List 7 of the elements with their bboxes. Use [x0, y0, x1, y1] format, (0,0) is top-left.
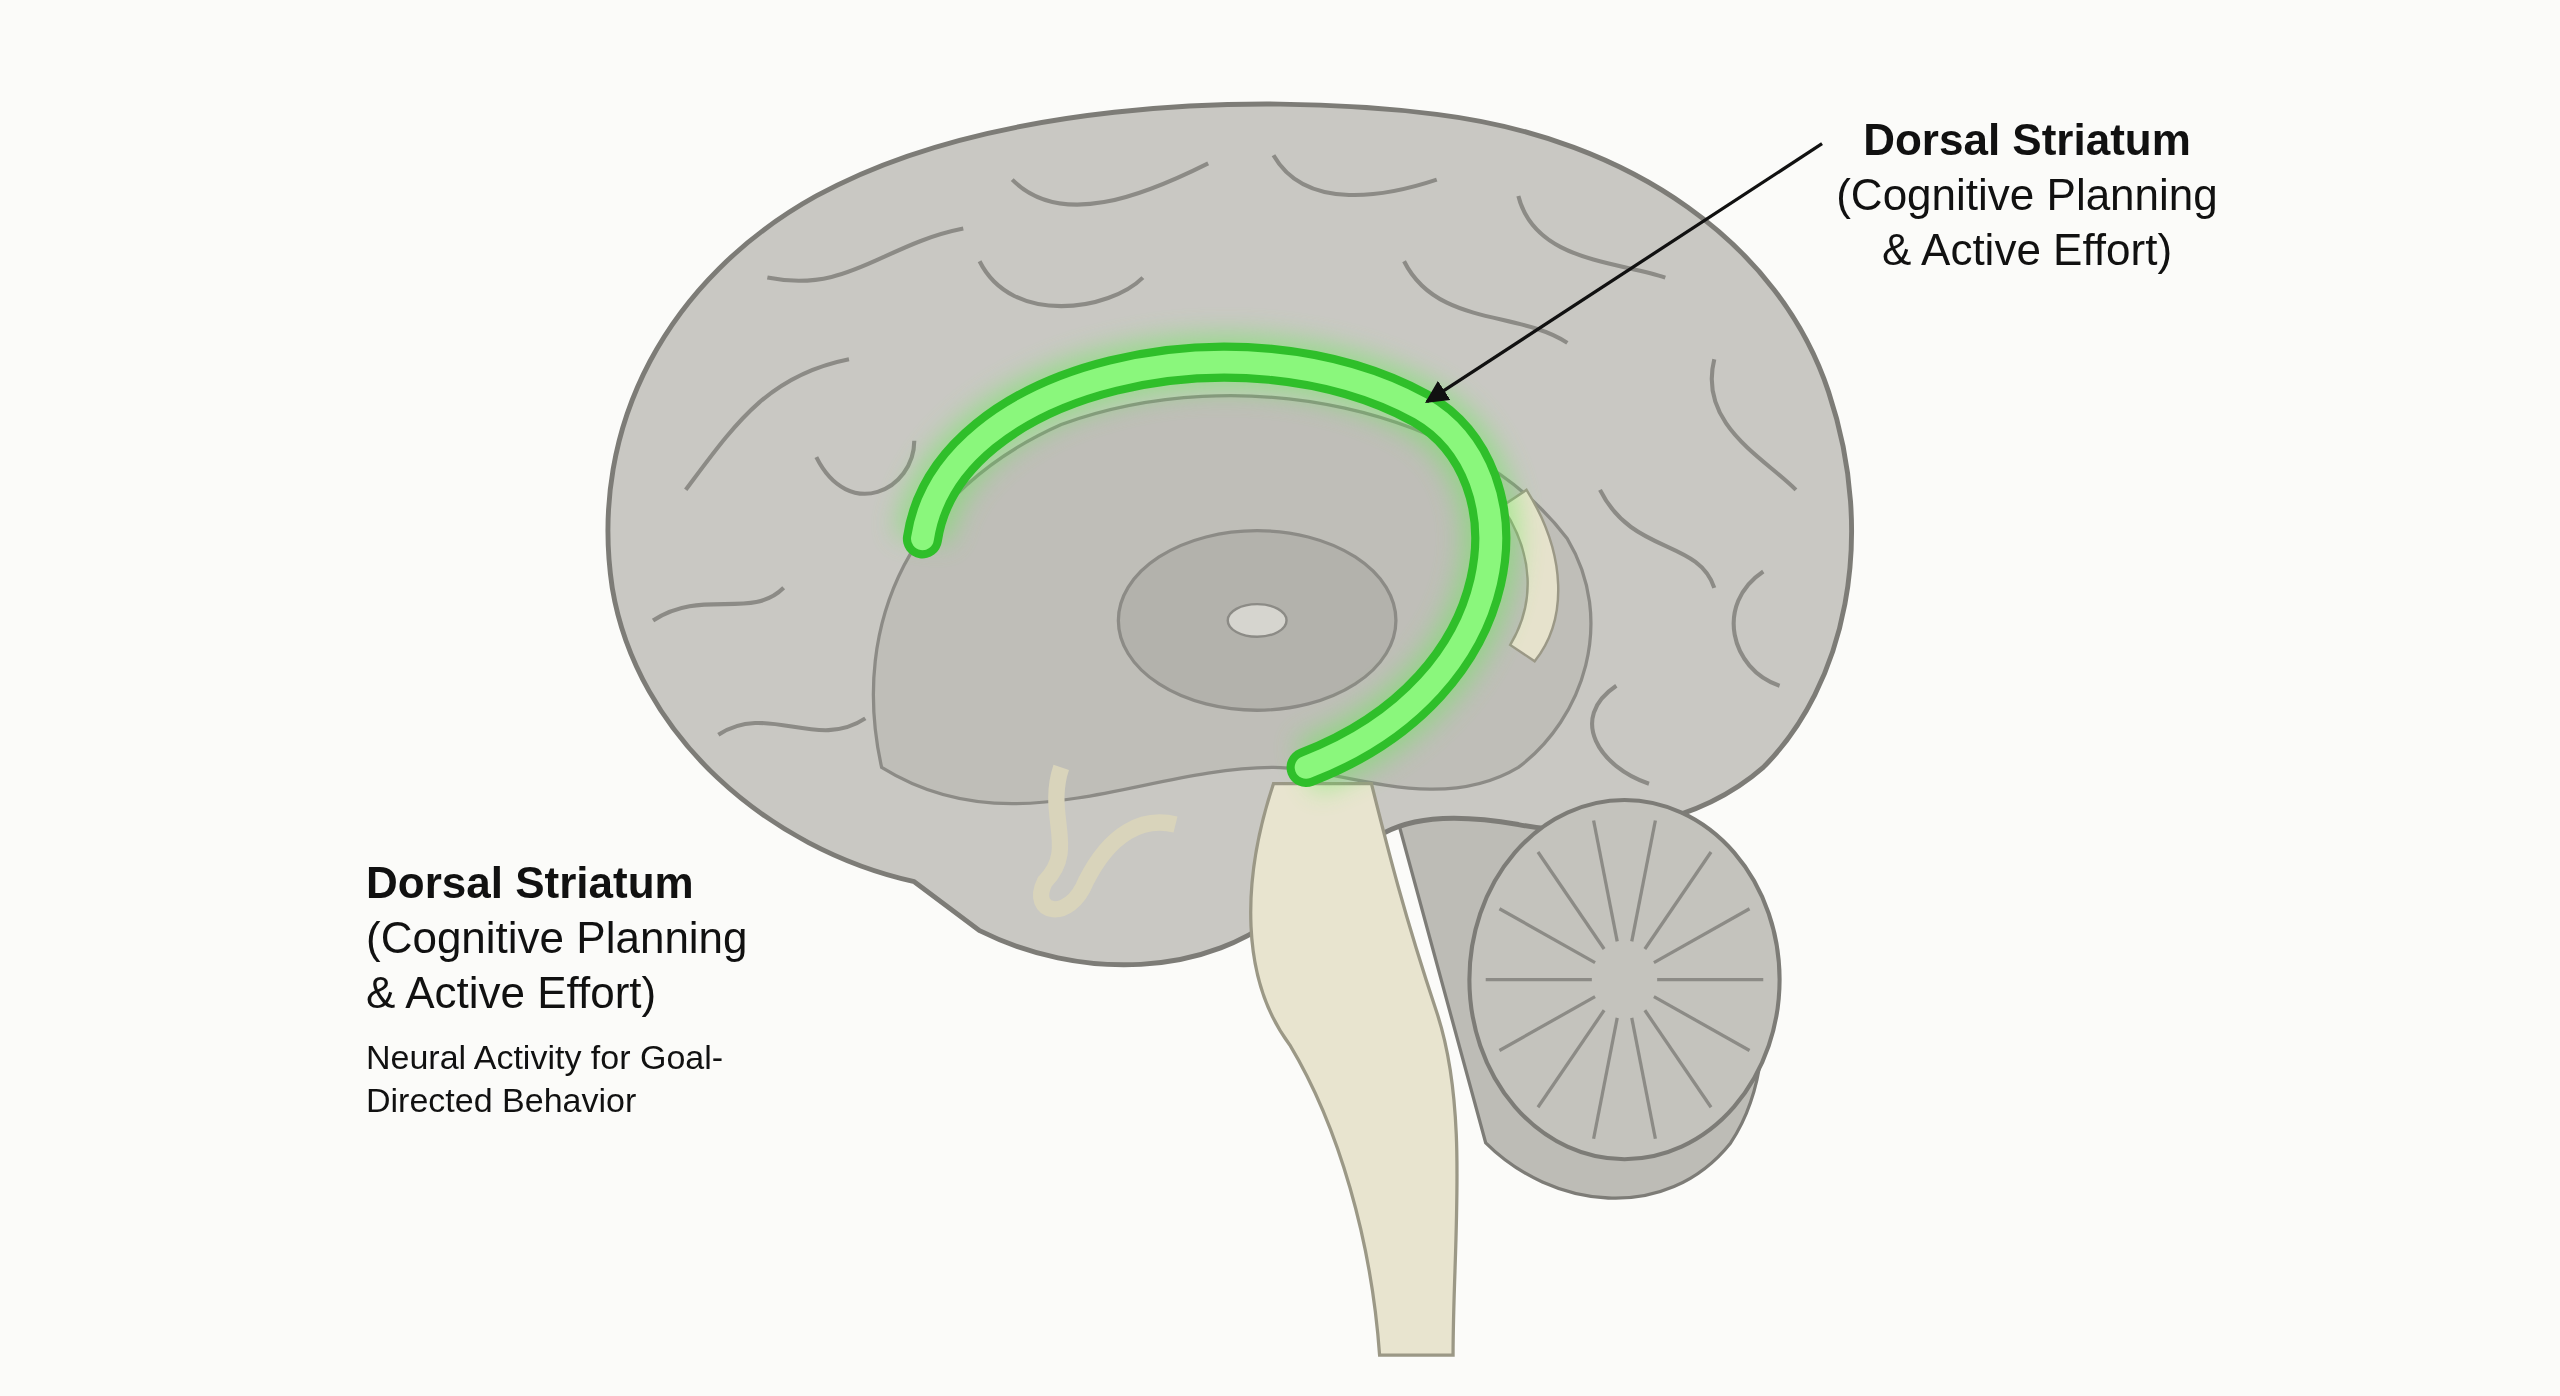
leader-line	[1425, 142, 1823, 404]
striatum-highlight	[895, 334, 1518, 793]
note-text: Neural Activity for Goal-Directed Behavior	[366, 1037, 725, 1121]
label-heading: Dorsal Striatum	[1863, 114, 2191, 166]
label-description: (Cognitive Planning & Active Effort)	[1835, 169, 2219, 276]
label-heading: Dorsal Striatum	[366, 857, 695, 909]
label-description: (Cognitive Planning & Active Effort)	[366, 912, 749, 1019]
